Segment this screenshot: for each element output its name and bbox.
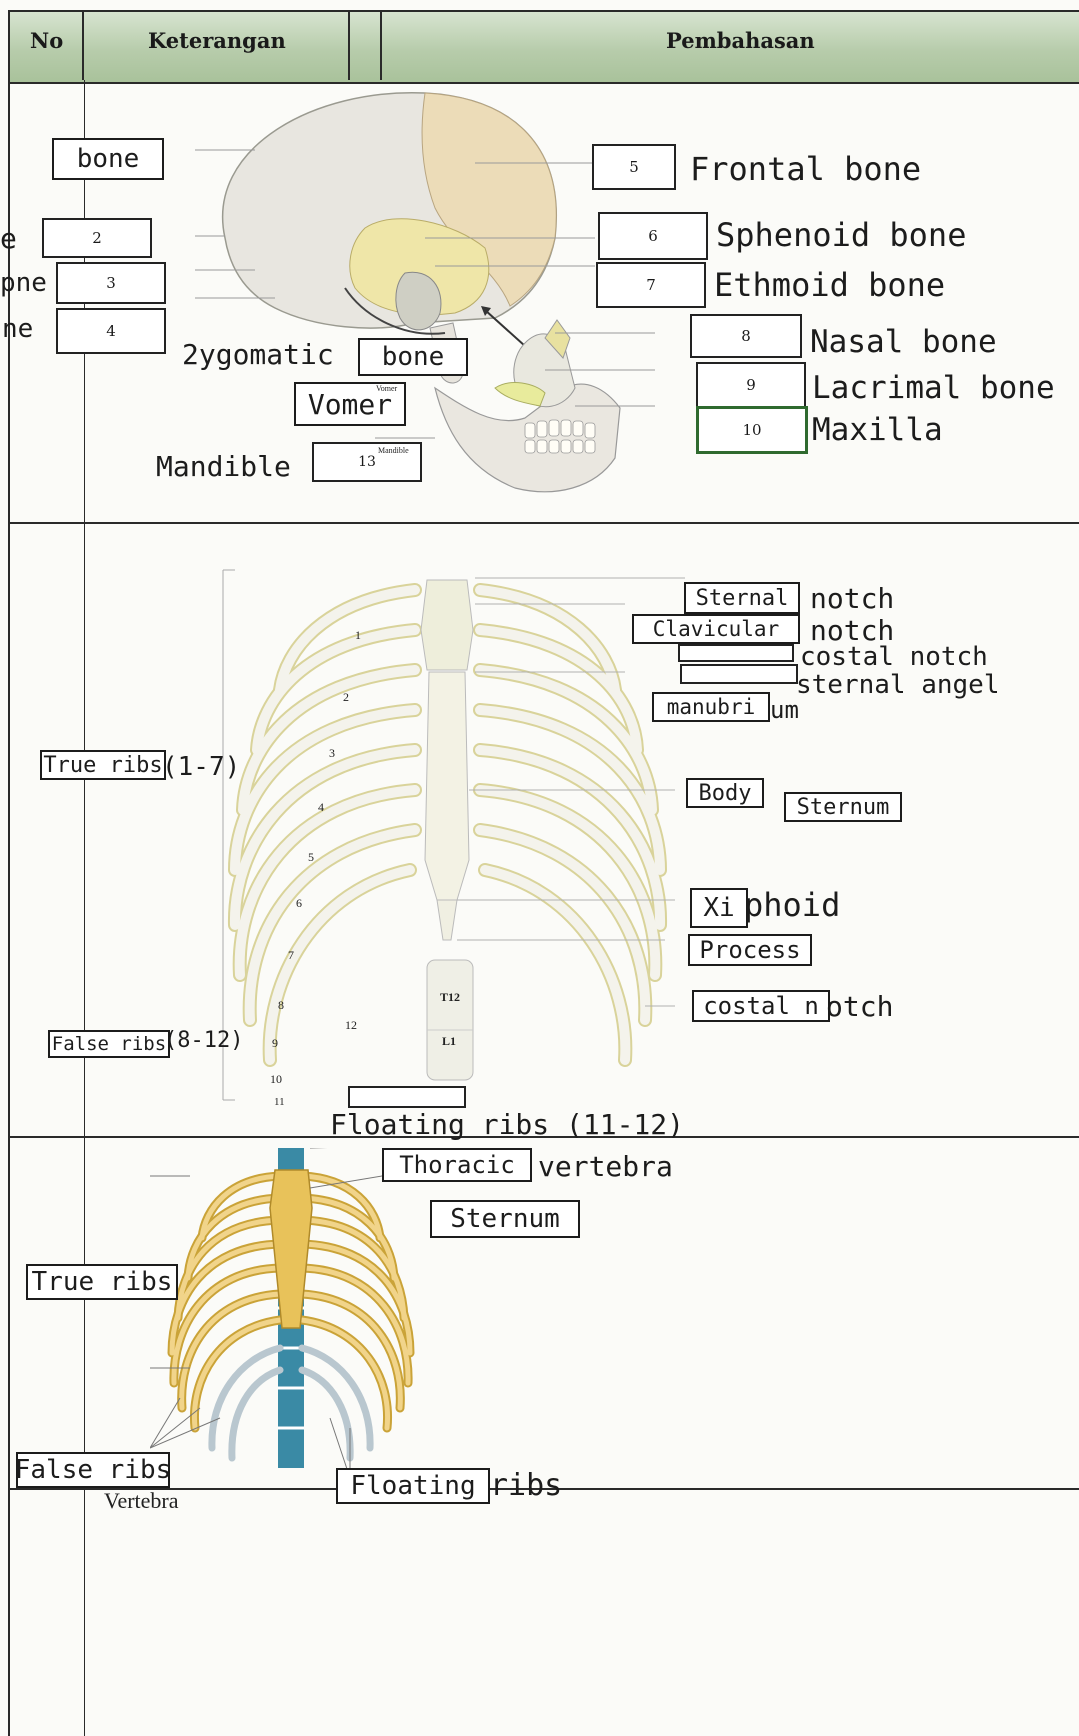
handwritten-ribs: ribs (490, 1468, 562, 1503)
handwritten-notch: notch (810, 582, 894, 615)
header-no: No (30, 28, 63, 53)
label-box-manubrium[interactable]: manubri (652, 692, 770, 722)
printed-small-vomer: Vomer (376, 384, 397, 393)
label-box-sternal[interactable]: Sternal (684, 582, 800, 614)
label-box-clavicular[interactable]: Clavicular (632, 614, 800, 644)
handwritten-zygomatic: 2ygomatic (182, 338, 334, 371)
label-box-3[interactable]: 3 (56, 262, 166, 304)
handwritten-fragment: e (0, 222, 17, 255)
rib-number: 8 (278, 998, 284, 1013)
handwritten-vertebra: vertebra (538, 1150, 673, 1183)
label-box-floating-ribs[interactable] (348, 1086, 466, 1108)
ribcage-illustration (150, 1148, 430, 1478)
label-box-false-ribs[interactable]: False ribs (48, 1030, 170, 1058)
label-box-sternum[interactable]: Sternum (784, 792, 902, 822)
label-box-7[interactable]: 7 (596, 262, 706, 308)
handwritten-ethmoid: Ethmoid bone (714, 266, 945, 304)
handwritten-sphenoid: Sphenoid bone (716, 216, 966, 254)
handwritten-phoid: phoid (744, 886, 840, 924)
label-box-5[interactable]: 5 (592, 144, 676, 190)
header-divider (82, 10, 84, 80)
rib-number: 9 (272, 1036, 278, 1051)
rib-number: 4 (318, 800, 324, 815)
label-box-8[interactable]: 8 (690, 314, 802, 358)
handwritten-true-ribs-range: (1-7) (162, 752, 240, 782)
label-box-zygomatic[interactable]: bone (358, 338, 468, 376)
header-pembahasan: Pembahasan (666, 28, 815, 53)
label-box-floating-color[interactable]: Floating (336, 1468, 490, 1504)
rib-number: 6 (296, 896, 302, 911)
label-box-true-ribs-color[interactable]: True ribs (26, 1264, 178, 1300)
row-divider (8, 522, 1079, 524)
rib-number: 5 (308, 850, 314, 865)
handwritten-mandible: Mandible (156, 450, 291, 483)
rib-number: 11 (274, 1096, 285, 1108)
label-box-costal-notch[interactable] (678, 644, 794, 662)
handwritten-sternal-angel: sternal angel (796, 670, 1000, 700)
handwritten-false-ribs-range: (8-12) (164, 1028, 243, 1053)
label-box-sternum-color[interactable]: Sternum (430, 1200, 580, 1238)
label-box-sternal-angle[interactable] (680, 664, 798, 684)
vertebra-label: L1 (442, 1034, 456, 1049)
printed-vertebra: Vertebra (104, 1488, 179, 1514)
handwritten-fragment: ne (2, 314, 33, 344)
label-box-2[interactable]: 2 (42, 218, 152, 258)
handwritten-lacrimal: Lacrimal bone (812, 370, 1055, 406)
label-box-body[interactable]: Body (686, 778, 764, 808)
table-header: No Keterangan Pembahasan (8, 10, 1079, 84)
rib-number: 2 (343, 690, 349, 705)
label-box-true-ribs[interactable]: True ribs (40, 750, 166, 780)
handwritten-otch: otch (826, 990, 893, 1023)
label-box-xiphoid[interactable]: Xi (690, 888, 748, 928)
vertebra-label: T12 (440, 990, 460, 1005)
label-box-6[interactable]: 6 (598, 212, 708, 260)
label-box-thoracic[interactable]: Thoracic (382, 1148, 532, 1182)
handwritten-fragment: pne (0, 268, 47, 298)
handwritten-floating-ribs: Floating ribs (11-12) (330, 1108, 684, 1141)
rib-number: 3 (329, 746, 335, 761)
rib-number: 1 (355, 628, 361, 643)
header-divider (348, 10, 350, 80)
label-box-false-ribs-color[interactable]: False ribs (16, 1452, 170, 1488)
label-box-10[interactable]: 10 (696, 406, 808, 454)
rib-number: 10 (270, 1072, 282, 1087)
header-divider (380, 10, 382, 80)
label-box-process[interactable]: Process (688, 934, 812, 966)
handwritten-um: um (770, 696, 799, 724)
handwritten-nasal: Nasal bone (810, 324, 997, 360)
header-keterangan: Keterangan (148, 28, 286, 53)
label-box-bone[interactable]: bone (52, 138, 164, 180)
label-box-9[interactable]: 9 (696, 362, 806, 408)
label-box-4[interactable]: 4 (56, 308, 166, 354)
printed-small-mandible: Mandible (378, 446, 409, 455)
label-box-costal-notch-lower[interactable]: costal n (692, 990, 830, 1022)
rib-number: 7 (288, 948, 294, 963)
handwritten-maxilla: Maxilla (812, 412, 943, 448)
rib-number: 12 (345, 1018, 357, 1033)
handwritten-frontal: Frontal bone (690, 150, 921, 188)
handwritten-costal-notch: costal notch (800, 642, 988, 672)
